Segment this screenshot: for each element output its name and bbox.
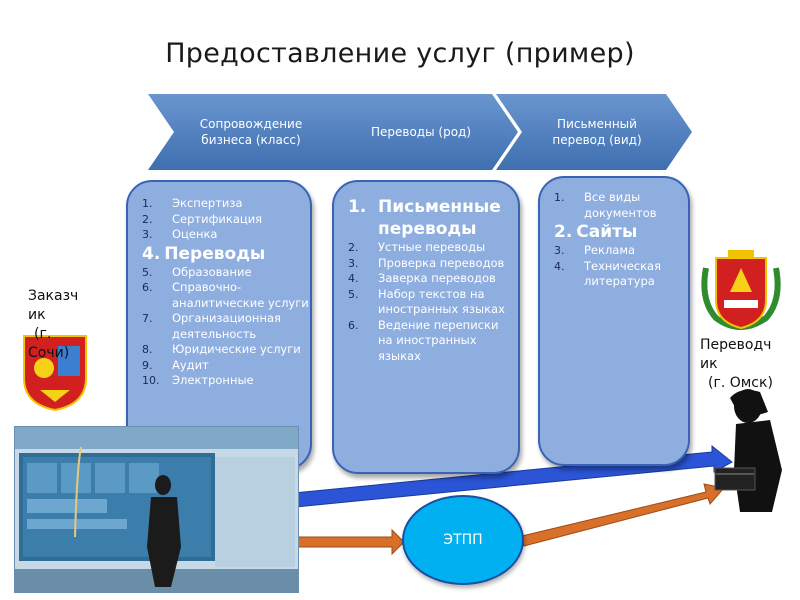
customer-label-line1: Заказч bbox=[28, 288, 79, 304]
list-item: 1.Все виды документов bbox=[554, 190, 657, 220]
services-box: 1.Экспертиза 2.Сертификация 3.Оценка 4.П… bbox=[126, 180, 312, 470]
chevron-1-line2: бизнеса (класс) bbox=[201, 133, 301, 147]
orange-arrow-right bbox=[521, 483, 725, 547]
list-item: 6.Справочно-аналитические услуги bbox=[142, 280, 309, 310]
translator-label-line1: Переводч bbox=[700, 337, 772, 353]
chevron-1-line1: Сопровождение bbox=[199, 117, 303, 131]
chevron-3-line2: перевод (вид) bbox=[552, 133, 642, 147]
list-item: 2.Сертификация bbox=[142, 211, 263, 226]
translations-box: 1.Письменные переводы 2.Устные переводы … bbox=[332, 180, 520, 474]
list-item: 8.Юридические услуги bbox=[142, 342, 301, 356]
translator-label: Переводч ик (г. Омск) bbox=[700, 336, 773, 393]
customer-label: Заказч ик (г. Сочи) bbox=[28, 287, 78, 363]
customer-label-line3: (г. bbox=[34, 326, 52, 342]
list-item: 2.Устные переводы bbox=[348, 240, 486, 254]
photo-illustration bbox=[15, 427, 298, 592]
customer-label-line2: ик bbox=[28, 307, 46, 323]
list-item: 6.Ведение переписки на иностранных языка… bbox=[348, 317, 499, 363]
list-item: 5.Образование bbox=[142, 264, 252, 279]
list-item: 10.Электронные bbox=[142, 373, 254, 387]
list-item-highlighted: 1.Письменные переводы bbox=[348, 197, 501, 239]
chevron-3-line1: Письменный bbox=[557, 117, 637, 131]
list-item-highlighted: 4.Переводы bbox=[142, 243, 266, 264]
list-item: 7.Организационная деятельность bbox=[142, 311, 281, 341]
list-item: 1.Экспертиза bbox=[142, 196, 243, 210]
chevron-2-line1: Переводы (род) bbox=[370, 125, 472, 139]
customer-label-line4: Сочи) bbox=[28, 345, 70, 361]
list-item: 3.Проверка переводов bbox=[348, 255, 505, 270]
list-item: 3.Реклама bbox=[554, 243, 636, 257]
chevron-1-label: Сопровождение бизнеса (класс) bbox=[176, 116, 326, 148]
list-item: 5.Набор текстов на иностранных языках bbox=[348, 286, 505, 317]
translator-label-line2: ик bbox=[700, 356, 718, 372]
list-item: 9.Аудит bbox=[142, 357, 209, 372]
written-types-box: 1.Все виды документов 2.Сайты 3.Реклама … bbox=[538, 176, 690, 466]
etpp-node: ЭТПП bbox=[402, 495, 524, 585]
translator-label-line3: (г. Омск) bbox=[708, 375, 773, 391]
business-center-photo bbox=[14, 426, 299, 593]
omsk-coat-of-arms-icon bbox=[701, 250, 781, 330]
written-types-list: 1.Все виды документов 2.Сайты 3.Реклама … bbox=[554, 190, 682, 290]
translations-list: 1.Письменные переводы 2.Устные переводы … bbox=[348, 196, 508, 364]
list-item-highlighted: 2.Сайты bbox=[554, 222, 638, 242]
orange-arrow-left bbox=[295, 528, 405, 556]
translator-figure-icon bbox=[714, 389, 782, 512]
chevron-3-label: Письменный перевод (вид) bbox=[522, 116, 672, 148]
list-item: 4.Техническая литература bbox=[554, 258, 662, 289]
list-item: 4.Заверка переводов bbox=[348, 271, 496, 285]
chevron-2-label: Переводы (род) bbox=[346, 124, 496, 140]
services-list: 1.Экспертиза 2.Сертификация 3.Оценка 4.П… bbox=[142, 196, 310, 389]
slide-title: Предоставление услуг (пример) bbox=[165, 38, 635, 69]
list-item: 3.Оценка bbox=[142, 227, 218, 241]
